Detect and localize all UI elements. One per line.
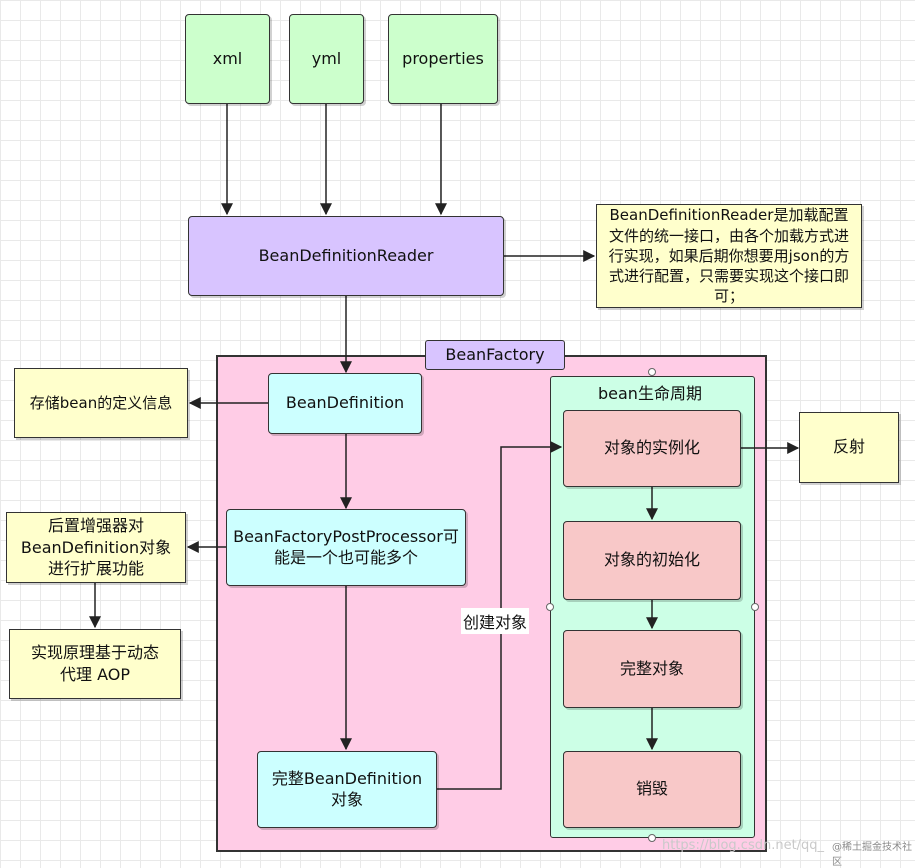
watermark-brand: @稀土掘金技术社区 [832,842,912,868]
xml-source-node: xml [185,14,270,104]
bean-definition-storage-note: 存储bean的定义信息 [14,368,188,438]
instantiation-node: 对象的实例化 [563,410,741,487]
bean-definition-node: BeanDefinition [268,373,422,434]
selection-handle [546,603,554,611]
create-object-label: 创建对象 [461,608,530,634]
yml-source-node: yml [289,14,364,104]
dynamic-proxy-principle-note: 实现原理基于动态代理 AOP [9,629,181,699]
reflection-node: 反射 [799,412,899,483]
initialization-node: 对象的初始化 [563,521,741,600]
complete-object-node: 完整对象 [563,630,741,708]
post-processor-enhancer-note: 后置增强器对BeanDefinition对象进行扩展功能 [6,512,186,583]
properties-source-node: properties [388,14,498,104]
reader-note: BeanDefinitionReader是加载配置文件的统一接口，由各个加载方式… [596,204,862,308]
selection-handle [751,603,759,611]
bean-definition-reader-node: BeanDefinitionReader [188,216,504,296]
selection-handle [648,834,656,842]
bean-factory-post-processor-node: BeanFactoryPostProcessor可能是一个也可能多个 [226,509,466,586]
bean-factory-title: BeanFactory [425,340,565,370]
complete-bean-definition-node: 完整BeanDefinition对象 [257,751,437,828]
selection-handle [648,368,656,376]
bean-lifecycle-title: bean生命周期 [598,384,702,403]
watermark-url: https://blog.csdn.net/qq_ [662,838,825,853]
destroy-node: 销毁 [563,751,741,828]
